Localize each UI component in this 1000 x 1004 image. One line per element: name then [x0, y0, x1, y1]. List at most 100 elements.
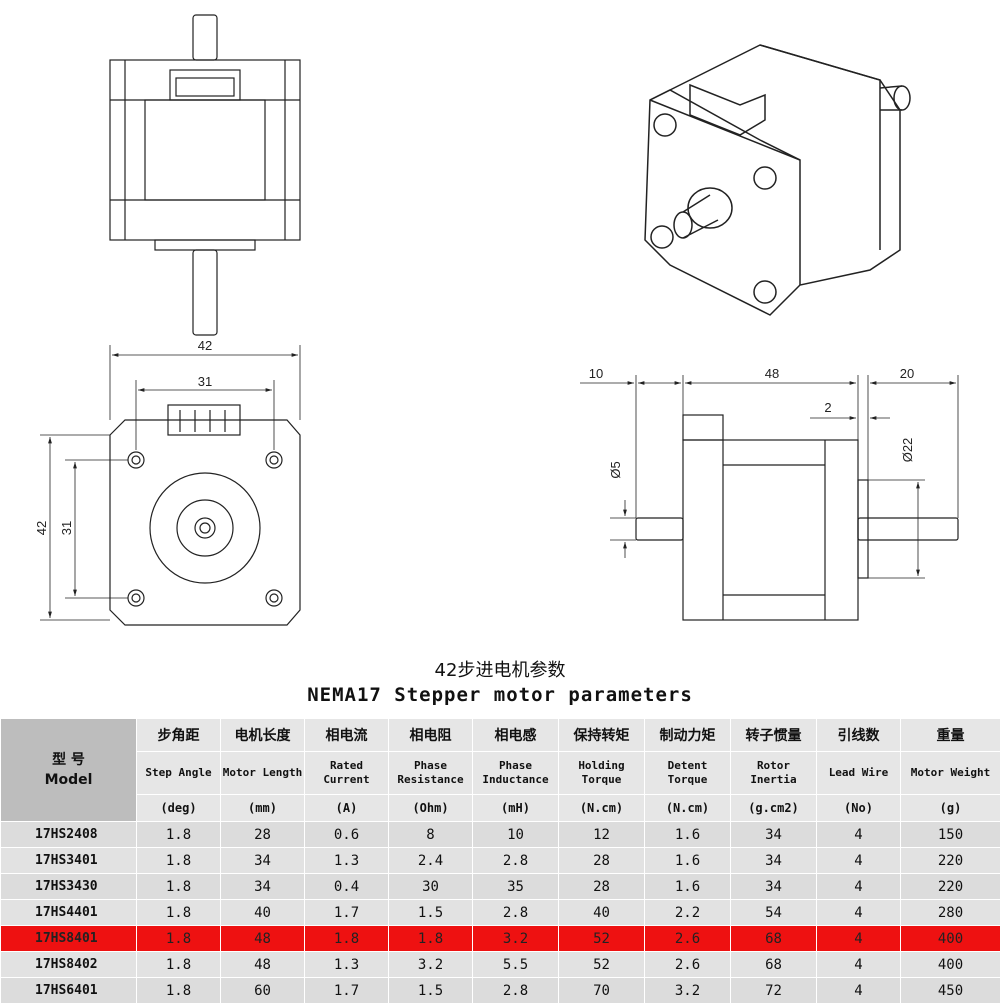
column-header-en: Lead Wire	[817, 752, 901, 795]
value-cell: 3.2	[473, 926, 559, 952]
motor-side-view	[110, 15, 300, 335]
value-cell: 68	[731, 952, 817, 978]
column-header-en: Holding Torque	[559, 752, 645, 795]
value-cell: 1.3	[305, 952, 389, 978]
value-cell: 30	[389, 874, 473, 900]
dim-hole-spacing-v: 31	[59, 521, 74, 535]
value-cell: 1.5	[389, 900, 473, 926]
value-cell: 1.7	[305, 900, 389, 926]
column-header-cn: 转子惯量	[731, 719, 817, 752]
value-cell: 4	[817, 848, 901, 874]
value-cell: 1.8	[137, 874, 221, 900]
value-cell: 35	[473, 874, 559, 900]
column-header-cn: 电机长度	[221, 719, 305, 752]
profile-view-dimensions	[580, 375, 958, 578]
column-header-cn: 相电感	[473, 719, 559, 752]
column-header-en: Rated Current	[305, 752, 389, 795]
column-header-cn: 相电流	[305, 719, 389, 752]
column-header-cn: 保持转矩	[559, 719, 645, 752]
model-cell: 17HS2408	[1, 822, 137, 848]
value-cell: 2.6	[645, 952, 731, 978]
value-cell: 1.8	[137, 822, 221, 848]
model-header-en: Model	[1, 770, 136, 790]
value-cell: 1.8	[137, 952, 221, 978]
value-cell: 1.6	[645, 848, 731, 874]
column-header-en: Detent Torque	[645, 752, 731, 795]
table-title-english: NEMA17 Stepper motor parameters	[0, 684, 1000, 706]
value-cell: 2.8	[473, 900, 559, 926]
motor-front-view	[110, 405, 300, 625]
value-cell: 48	[221, 952, 305, 978]
column-header-en: Motor Length	[221, 752, 305, 795]
value-cell: 4	[817, 900, 901, 926]
value-cell: 280	[901, 900, 1000, 926]
model-cell: 17HS8402	[1, 952, 137, 978]
column-header-unit: (Ohm)	[389, 795, 473, 822]
model-cell: 17HS3401	[1, 848, 137, 874]
value-cell: 34	[731, 848, 817, 874]
front-view-dimensions	[40, 345, 300, 620]
value-cell: 34	[221, 848, 305, 874]
value-cell: 40	[221, 900, 305, 926]
value-cell: 34	[221, 874, 305, 900]
value-cell: 4	[817, 822, 901, 848]
value-cell: 68	[731, 926, 817, 952]
dim-shaft-diameter: Ø5	[608, 461, 623, 478]
dim-shaft-rear: 20	[900, 366, 914, 381]
value-cell: 52	[559, 952, 645, 978]
column-header-unit: (N.cm)	[645, 795, 731, 822]
value-cell: 4	[817, 874, 901, 900]
value-cell: 48	[221, 926, 305, 952]
column-header-cn: 相电阻	[389, 719, 473, 752]
column-header-unit: (No)	[817, 795, 901, 822]
column-header-en: Step Angle	[137, 752, 221, 795]
column-header-unit: (mH)	[473, 795, 559, 822]
value-cell: 12	[559, 822, 645, 848]
value-cell: 0.4	[305, 874, 389, 900]
value-cell: 1.8	[389, 926, 473, 952]
value-cell: 2.4	[389, 848, 473, 874]
value-cell: 54	[731, 900, 817, 926]
table-title-chinese: 42步进电机参数	[0, 656, 1000, 682]
value-cell: 2.8	[473, 848, 559, 874]
value-cell: 5.5	[473, 952, 559, 978]
value-cell: 2.6	[645, 926, 731, 952]
column-header-cn: 制动力矩	[645, 719, 731, 752]
column-header-en: Phase Resistance	[389, 752, 473, 795]
value-cell: 8	[389, 822, 473, 848]
value-cell: 1.8	[137, 900, 221, 926]
value-cell: 40	[559, 900, 645, 926]
value-cell: 4	[817, 952, 901, 978]
value-cell: 1.8	[305, 926, 389, 952]
column-header-unit: (N.cm)	[559, 795, 645, 822]
value-cell: 2.2	[645, 900, 731, 926]
value-cell: 1.6	[645, 822, 731, 848]
value-cell: 3.2	[389, 952, 473, 978]
value-cell: 28	[559, 874, 645, 900]
value-cell: 4	[817, 926, 901, 952]
value-cell: 10	[473, 822, 559, 848]
model-cell: 17HS3430	[1, 874, 137, 900]
dim-shaft-front: 10	[589, 366, 603, 381]
motor-isometric-view	[645, 45, 910, 315]
column-header-en: Phase Inductance	[473, 752, 559, 795]
value-cell: 1.6	[645, 874, 731, 900]
value-cell: 1.3	[305, 848, 389, 874]
column-header-unit: (g.cm2)	[731, 795, 817, 822]
model-header-cn: 型 号	[1, 750, 136, 770]
column-header-cn: 重量	[901, 719, 1000, 752]
value-cell: 150	[901, 822, 1000, 848]
value-cell: 220	[901, 874, 1000, 900]
column-header-en: Motor Weight	[901, 752, 1000, 795]
model-cell: 17HS4401	[1, 900, 137, 926]
